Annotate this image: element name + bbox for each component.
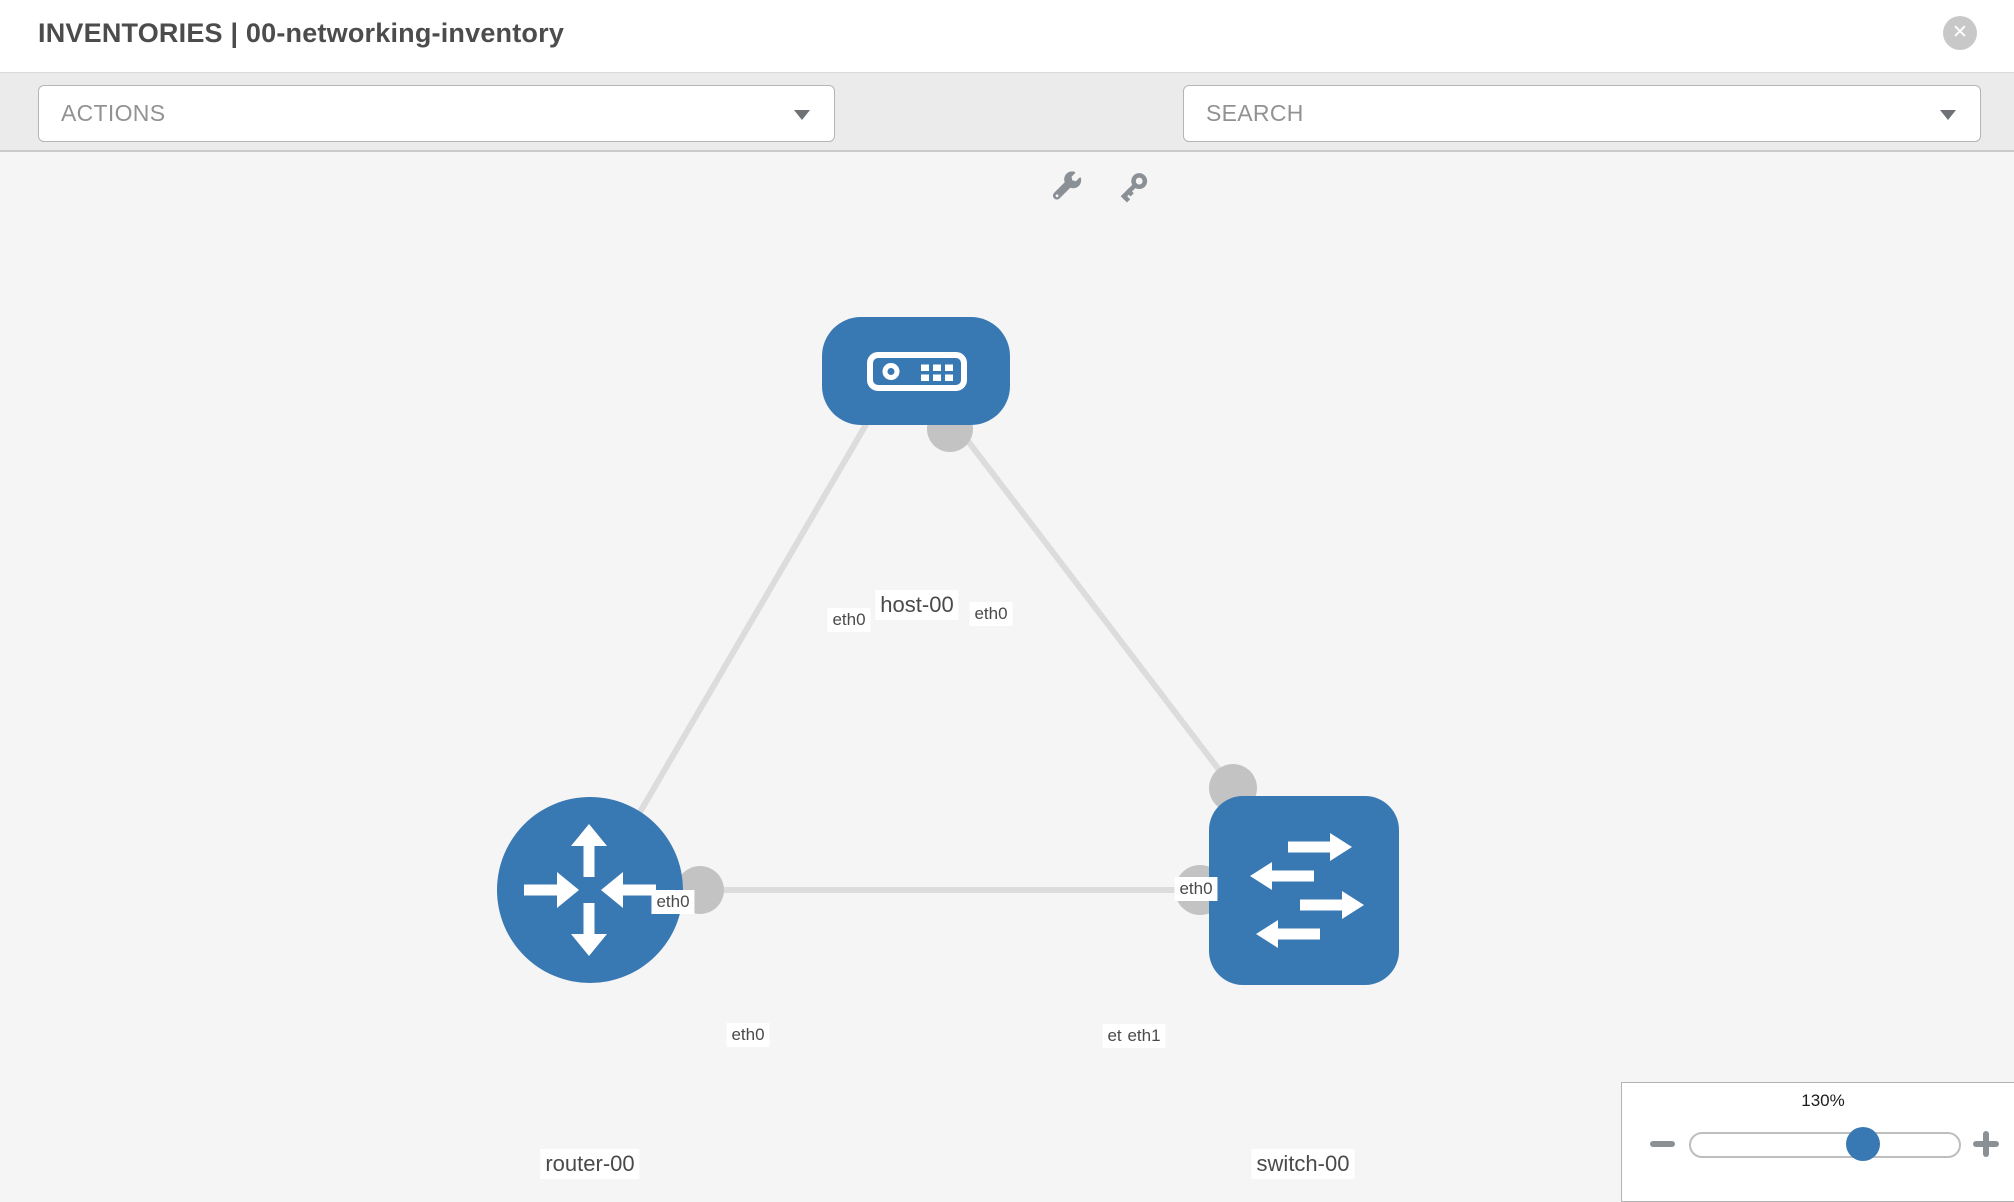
zoom-slider-track[interactable] bbox=[1689, 1132, 1961, 1158]
topology-canvas[interactable]: eth0 host-00 eth0 eth0 eth0 eth0 eth0 et… bbox=[0, 150, 2014, 1200]
chevron-down-icon bbox=[1940, 110, 1956, 120]
eth-label-router-end: eth0 bbox=[726, 1023, 770, 1047]
eth-label-host-switch-link: eth0 bbox=[1174, 877, 1218, 901]
header-bar: INVENTORIES | 00-networking-inventory ✕ bbox=[0, 0, 2014, 73]
topology-graph bbox=[497, 317, 1399, 985]
interface-connectors bbox=[676, 406, 1257, 915]
link-lines bbox=[605, 402, 1239, 893]
page-title: INVENTORIES | 00-networking-inventory bbox=[38, 18, 565, 48]
zoom-control-panel: 130% bbox=[1621, 1082, 2014, 1202]
zoom-out-minus-icon[interactable] bbox=[1650, 1141, 1675, 1147]
switch-arrows-icon bbox=[1250, 833, 1364, 948]
actions-dropdown-label: ACTIONS bbox=[61, 100, 166, 126]
node-switch-00[interactable] bbox=[1209, 796, 1399, 985]
eth-label-host-router-link: eth0 bbox=[651, 890, 695, 914]
search-dropdown[interactable]: SEARCH bbox=[1183, 85, 1981, 142]
toolbar: ACTIONS SEARCH bbox=[0, 73, 2014, 203]
zoom-in-plus-icon[interactable] bbox=[1973, 1131, 1999, 1157]
key-icon[interactable] bbox=[1116, 171, 1150, 205]
node-label-router: router-00 bbox=[540, 1149, 640, 1179]
chevron-down-icon bbox=[794, 110, 810, 120]
zoom-percent-value: 130% bbox=[1801, 1091, 1845, 1110]
close-icon[interactable]: ✕ bbox=[1943, 16, 1977, 50]
link-host-router[interactable] bbox=[605, 402, 881, 869]
zoom-slider-thumb[interactable] bbox=[1846, 1127, 1880, 1161]
node-label-switch: switch-00 bbox=[1251, 1149, 1355, 1179]
host-device-icon bbox=[867, 352, 967, 391]
search-dropdown-label: SEARCH bbox=[1206, 100, 1304, 126]
eth-label-host-left: eth0 bbox=[827, 608, 871, 632]
node-host-00[interactable] bbox=[822, 317, 1010, 425]
wrench-icon[interactable] bbox=[1050, 171, 1084, 205]
node-label-host: host-00 bbox=[875, 590, 959, 620]
link-host-switch[interactable] bbox=[942, 409, 1239, 794]
eth-label-host-right: eth0 bbox=[969, 602, 1013, 626]
eth-label-switch-end-front: eth1 bbox=[1122, 1024, 1166, 1048]
router-arrows-icon bbox=[524, 824, 656, 956]
node-router-00[interactable] bbox=[497, 797, 683, 983]
actions-dropdown[interactable]: ACTIONS bbox=[38, 85, 835, 142]
